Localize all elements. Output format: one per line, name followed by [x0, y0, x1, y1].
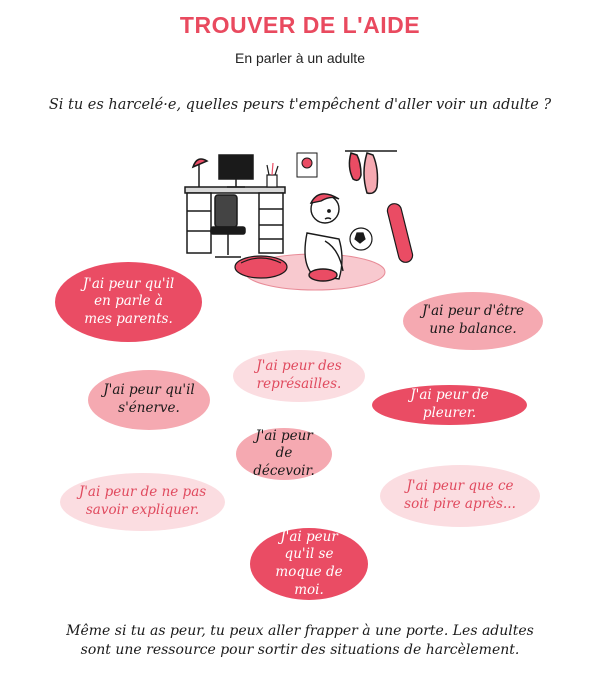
- question-text: Si tu es harcelé·e, quelles peurs t'empê…: [48, 97, 552, 113]
- fear-bubble-moque: J'ai peur qu'il se moque de moi.: [250, 528, 368, 600]
- bubble-text: J'ai peur de ne pas savoir expliquer.: [78, 484, 207, 518]
- fear-bubble-balance: J'ai peur d'être une balance.: [403, 292, 543, 350]
- bubble-text: J'ai peur d'être une balance.: [421, 303, 525, 337]
- bubble-text: J'ai peur qu'il se moque de moi.: [275, 528, 343, 598]
- lamp-icon: [191, 158, 209, 187]
- skateboard-icon: [386, 203, 414, 263]
- bubble-text: J'ai peur des représailles.: [256, 358, 342, 392]
- bubble-text: J'ai peur que ce soit pire après...: [404, 478, 516, 512]
- desk-icon: [184, 186, 286, 254]
- sad-child-icon: [304, 193, 344, 282]
- poster-icon: [296, 152, 318, 178]
- footer-line-2: sont une ressource pour sortir des situa…: [80, 641, 520, 658]
- page-title: TROUVER DE L'AIDE: [179, 12, 421, 38]
- pencil-cup-icon: [266, 162, 279, 188]
- monitor-icon: [218, 154, 254, 188]
- fear-bubble-expliquer: J'ai peur de ne pas savoir expliquer.: [60, 473, 225, 531]
- child-sitting-in-bedroom-illustration: [175, 145, 435, 305]
- bubble-text: J'ai peur de décevoir.: [253, 427, 315, 479]
- footer-line-1: Même si tu as peur, tu peux aller frappe…: [66, 623, 534, 639]
- fear-bubble-pire: J'ai peur que ce soit pire après...: [380, 465, 540, 527]
- fear-bubble-enerve: J'ai peur qu'il s'énerve.: [88, 370, 210, 430]
- coat-rack-icon: [345, 150, 397, 195]
- fear-bubble-pleurer: J'ai peur de pleurer.: [372, 385, 527, 425]
- bubble-text: J'ai peur qu'il en parle à mes parents.: [82, 275, 175, 327]
- bubble-text: J'ai peur de pleurer.: [410, 387, 489, 421]
- page-subtitle: En parler à un adulte: [235, 50, 365, 66]
- football-icon: [349, 227, 373, 251]
- fear-bubble-decevoir: J'ai peur de décevoir.: [236, 428, 332, 480]
- bubble-text: J'ai peur qu'il s'énerve.: [103, 382, 195, 416]
- fear-bubble-parents: J'ai peur qu'il en parle à mes parents.: [55, 262, 202, 342]
- fear-bubble-represailles: J'ai peur des représailles.: [233, 350, 365, 402]
- chair-icon: [210, 194, 246, 258]
- backpack-icon: [234, 255, 288, 279]
- footer-message: Même si tu as peur, tu peux aller frappe…: [0, 622, 600, 660]
